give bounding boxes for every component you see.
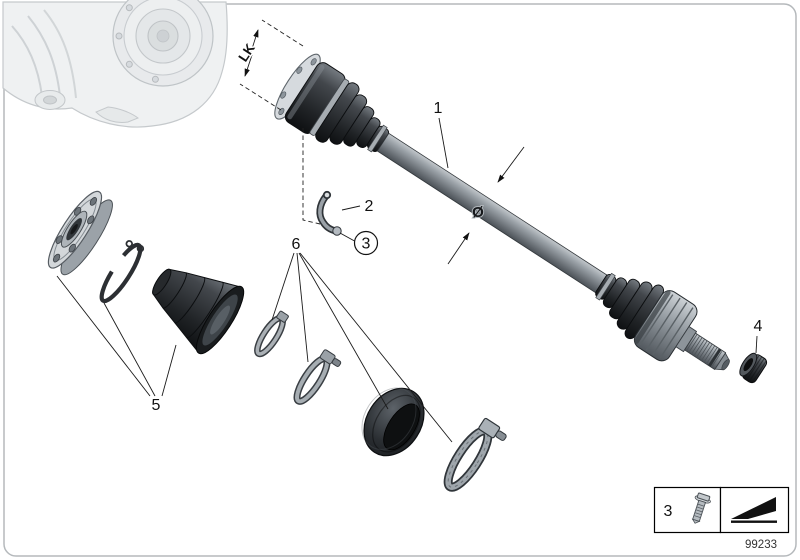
diagram-number: 99233 — [745, 539, 777, 551]
bolt-icon — [691, 492, 711, 524]
inner-cv-joint — [274, 53, 350, 136]
bracket-screw — [332, 226, 342, 236]
callout-1[interactable]: 1 — [434, 100, 443, 117]
direction-arrow-icon — [731, 497, 776, 519]
page-border — [3, 3, 797, 557]
axle-shaft-assembly — [274, 53, 730, 371]
callout-6[interactable]: 6 — [292, 236, 301, 253]
callout-3-circled[interactable]: 3 — [353, 230, 379, 256]
stub-axle-spline — [684, 332, 730, 371]
snap-ring — [99, 240, 145, 304]
callout-2[interactable]: 2 — [365, 198, 374, 215]
callout-3[interactable]: 3 — [362, 236, 371, 253]
differential-housing — [2, 0, 228, 128]
leader-6 — [271, 252, 453, 443]
lk-label: LK — [235, 41, 258, 64]
legend-box: 3 — [653, 486, 790, 534]
boot-clamp-large — [443, 417, 507, 492]
diameter-mark: Ø — [447, 146, 525, 265]
leader-1 — [438, 117, 449, 169]
leader-3 — [339, 232, 355, 242]
retaining-bracket — [302, 128, 342, 236]
outer-cv-boot — [595, 272, 665, 340]
outer-cv-joint — [633, 290, 698, 362]
callout-4[interactable]: 4 — [754, 318, 763, 335]
drive-flange — [47, 190, 113, 276]
legend-nav-arrow[interactable] — [719, 486, 790, 534]
boot-clamp-medium — [293, 349, 342, 405]
axle-shaft-bar — [376, 132, 608, 293]
inner-cv-boot — [315, 82, 390, 153]
sealing-cap — [361, 387, 425, 457]
boot-clamp-small — [254, 310, 289, 358]
leader-2 — [341, 205, 361, 211]
callout-5[interactable]: 5 — [152, 397, 161, 414]
legend-item-3[interactable]: 3 — [653, 486, 722, 534]
legend-item-number[interactable]: 3 — [664, 503, 673, 520]
cv-boot — [152, 268, 245, 355]
leader-4 — [755, 335, 758, 354]
diameter-symbol: Ø — [472, 204, 484, 221]
lock-nut — [739, 352, 768, 384]
leader-5 — [56, 275, 177, 397]
